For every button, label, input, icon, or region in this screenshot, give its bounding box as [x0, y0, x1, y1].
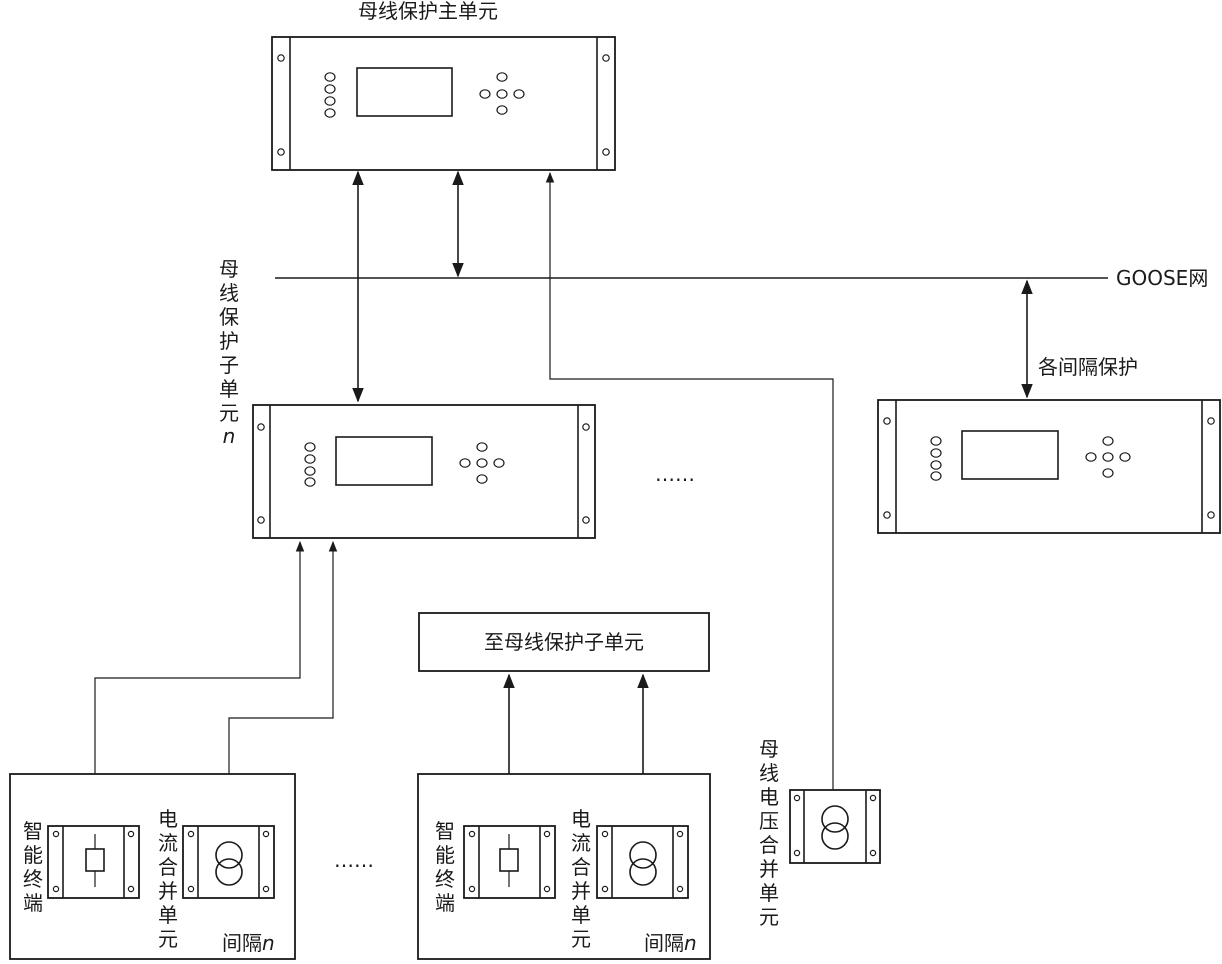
- svg-text:元: 元: [759, 905, 779, 929]
- bus-voltage-mu-label: 母 线 电 压 合 并 单 元: [759, 737, 779, 929]
- svg-text:电: 电: [571, 807, 591, 831]
- bay-protection-device: [877, 399, 1221, 534]
- current-mu-left-label: 电 流 合 并 单 元: [158, 807, 178, 951]
- current-mu-right: [596, 825, 689, 899]
- svg-text:线: 线: [759, 761, 779, 785]
- bay-protection-label: 各间隔保护: [1038, 355, 1138, 379]
- bay-n-right-label: 间隔n: [644, 931, 697, 955]
- current-mu-right-label: 电 流 合 并 单 元: [571, 807, 591, 951]
- svg-text:流: 流: [158, 831, 178, 855]
- svg-text:端: 端: [23, 891, 43, 915]
- svg-text:能: 能: [23, 843, 43, 867]
- current-mu-left: [182, 825, 275, 899]
- bay-n-right-group: 智 能 终 端 电 流 合 并 单 元 间隔n: [417, 773, 711, 960]
- svg-text:元: 元: [571, 927, 591, 951]
- ellipsis-middle: ……: [655, 462, 695, 486]
- link-main-voltage-mu: [545, 171, 834, 790]
- svg-text:合: 合: [571, 855, 591, 879]
- svg-text:单: 单: [571, 903, 591, 927]
- main-unit-label: 母线保护主单元: [358, 0, 498, 23]
- goose-label: GOOSE网: [1116, 266, 1208, 290]
- ellipsis-bottom: ……: [334, 848, 374, 872]
- svg-text:终: 终: [23, 867, 43, 891]
- svg-text:单: 单: [759, 881, 779, 905]
- svg-text:压: 压: [759, 809, 779, 833]
- smart-terminal-left-label: 智 能 终 端: [23, 819, 43, 915]
- svg-text:线: 线: [219, 281, 239, 305]
- sub-unit-device: [252, 404, 596, 539]
- svg-text:合: 合: [759, 833, 779, 857]
- smart-terminal-left: [47, 825, 140, 899]
- svg-text:电: 电: [759, 785, 779, 809]
- svg-text:端: 端: [435, 891, 455, 915]
- bus-voltage-mu: [789, 789, 881, 864]
- svg-text:元: 元: [158, 927, 178, 951]
- svg-text:护: 护: [219, 329, 239, 353]
- svg-text:并: 并: [158, 879, 178, 903]
- svg-text:合: 合: [158, 855, 178, 879]
- link-subunit-smart-terminal: [90, 540, 305, 822]
- svg-text:能: 能: [435, 843, 455, 867]
- svg-text:n: n: [223, 424, 236, 448]
- svg-text:流: 流: [571, 831, 591, 855]
- link-current-mu-subunit: [228, 540, 338, 826]
- smart-terminal-right-label: 智 能 终 端: [435, 819, 455, 915]
- svg-text:电: 电: [158, 807, 178, 831]
- svg-text:元: 元: [219, 401, 239, 425]
- svg-text:保: 保: [219, 305, 239, 329]
- svg-text:智: 智: [23, 819, 43, 843]
- svg-text:并: 并: [571, 879, 591, 903]
- svg-text:单: 单: [158, 903, 178, 927]
- main-unit-device: [271, 36, 616, 171]
- to-sub-unit-label: 至母线保护子单元: [484, 630, 644, 654]
- svg-text:母: 母: [219, 257, 239, 281]
- sub-unit-vertical-label: 母 线 保 护 子 单 元 n: [219, 257, 239, 448]
- svg-text:母: 母: [759, 737, 779, 761]
- svg-text:子: 子: [219, 353, 239, 377]
- bay-n-left-group: 智 能 终 端 电 流 合 并 单 元 间隔n: [9, 773, 296, 960]
- smart-terminal-right: [463, 825, 556, 899]
- svg-text:单: 单: [219, 377, 239, 401]
- bay-n-left-label: 间隔n: [222, 931, 275, 955]
- svg-text:并: 并: [759, 857, 779, 881]
- to-sub-unit-box: 至母线保护子单元: [418, 612, 710, 672]
- svg-text:智: 智: [435, 819, 455, 843]
- svg-text:终: 终: [435, 867, 455, 891]
